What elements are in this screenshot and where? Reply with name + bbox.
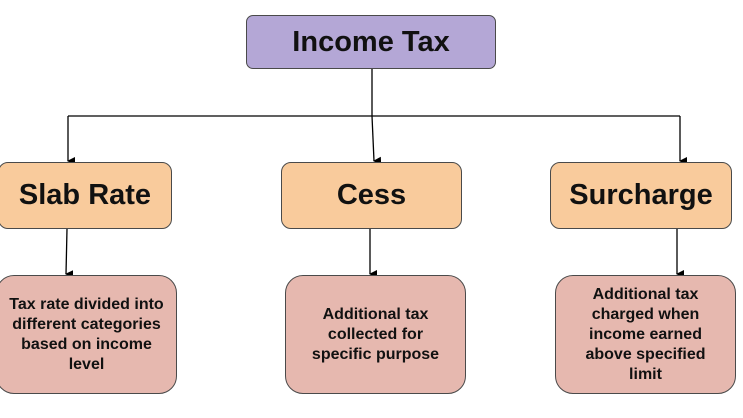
description-text-cess: Additional tax collected for specific pu… xyxy=(311,305,440,363)
category-label-cess: Cess xyxy=(336,179,407,211)
connector-arrow-cess xyxy=(371,115,382,165)
category-label-slab-rate: Slab Rate xyxy=(18,179,152,211)
connector-arrow-slab-desc xyxy=(65,228,74,279)
category-label-surcharge: Surcharge xyxy=(569,179,713,211)
description-node-cess: Additional tax collected for specific pu… xyxy=(285,275,466,394)
description-text-slab-rate: Tax rate divided into different categori… xyxy=(9,295,164,373)
category-node-cess: Cess xyxy=(281,162,462,229)
category-node-slab-rate: Slab Rate xyxy=(0,162,172,229)
category-node-surcharge: Surcharge xyxy=(550,162,732,229)
description-node-surcharge: Additional tax charged when income earne… xyxy=(555,275,736,394)
root-node-label: Income Tax xyxy=(292,25,450,58)
description-node-slab-rate: Tax rate divided into different categori… xyxy=(0,275,177,394)
root-node-income-tax: Income Tax xyxy=(246,15,496,69)
description-text-surcharge: Additional tax charged when income earne… xyxy=(585,285,706,383)
